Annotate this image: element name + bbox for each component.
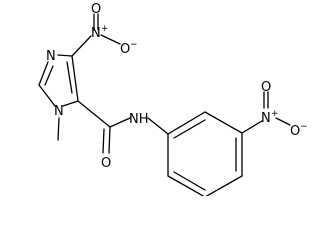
methyl-bond (57, 117, 60, 141)
nitro2-oxygen-minus: O (290, 124, 300, 139)
nitro1-oxygen-minus: O (120, 42, 130, 57)
nitro-group-1-bonds (71, 13, 121, 57)
nitro2-oxygen-top: O (261, 80, 271, 95)
nitro1-minus-charge: − (130, 40, 138, 50)
nitro-group-2-bonds (241, 91, 291, 134)
amide-oxygen: O (101, 156, 111, 171)
nitro2-minus-charge: − (300, 122, 308, 132)
nitro2-plus-charge: + (271, 109, 279, 119)
nitro1-plus-charge: + (101, 24, 109, 34)
benzene-ring-bonds (167, 111, 243, 196)
chemical-structure-diagram: N N N + O O − O NH N + O O − (38, 2, 308, 196)
nitro1-nitrogen: N (91, 26, 101, 41)
ring-nitrogen-methyl: N (54, 104, 64, 119)
amide-bonds (77, 100, 169, 154)
nitro1-oxygen-top: O (91, 2, 101, 17)
ring-nitrogen-top: N (46, 49, 56, 64)
atom-labels: N N N + O O − O NH N + O O − (46, 2, 308, 171)
nitro2-nitrogen: N (261, 111, 271, 126)
amide-nh: NH (129, 112, 149, 127)
imidazole-ring-bonds (38, 54, 79, 107)
